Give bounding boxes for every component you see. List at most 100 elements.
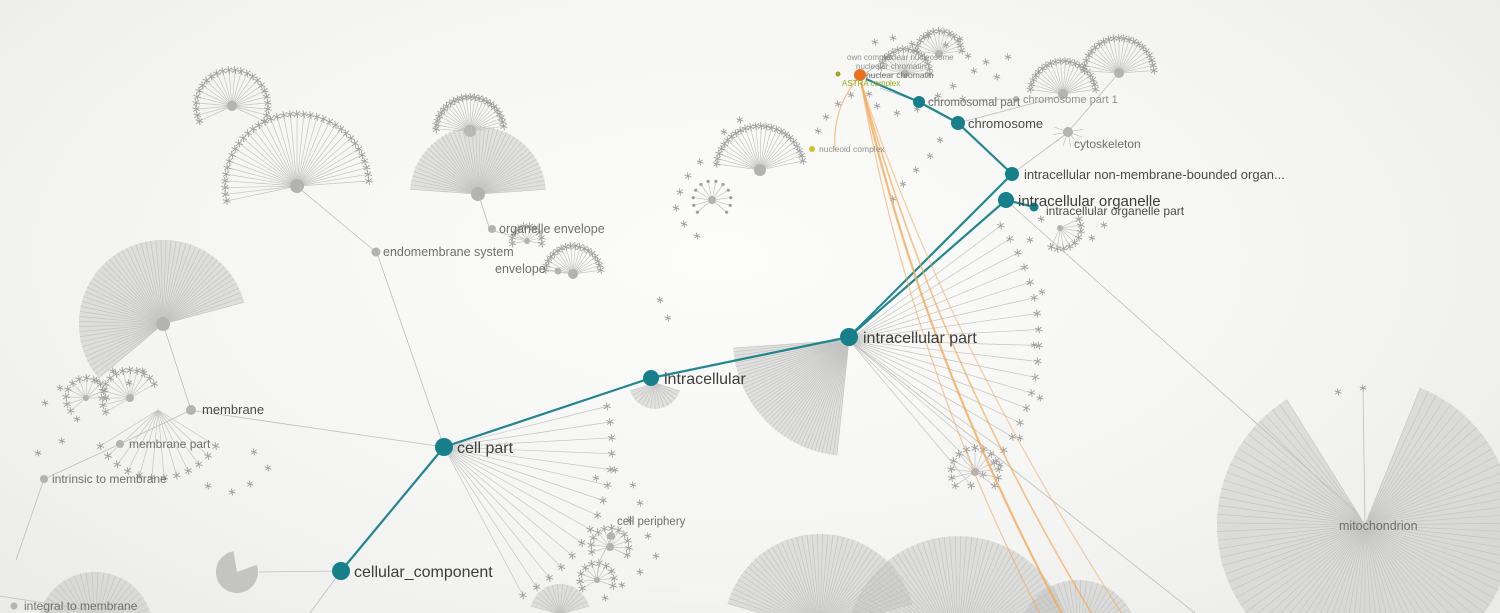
fan-spoke <box>54 588 79 613</box>
node-membrane[interactable] <box>186 405 196 415</box>
fan-spoke <box>162 266 225 325</box>
cluster-hub-node[interactable] <box>156 317 170 331</box>
cluster-hub-node[interactable] <box>594 577 600 583</box>
asterisk-node-icon <box>1088 75 1097 84</box>
fan-spoke <box>1057 583 1069 613</box>
fan-spoke <box>140 242 164 325</box>
cluster-hub-node[interactable] <box>568 269 578 279</box>
fan-spoke <box>803 339 850 448</box>
asterisk-node-icon <box>262 92 271 101</box>
fan-spoke <box>129 370 138 399</box>
node-cytoskeleton[interactable] <box>1063 127 1073 137</box>
node-cellular-component[interactable] <box>332 562 350 580</box>
asterisk-node-icon <box>364 176 373 185</box>
fan-spoke <box>759 155 802 171</box>
node-membrane-part[interactable] <box>116 440 124 448</box>
asterisk-node-icon <box>603 402 611 411</box>
node-cell-part[interactable] <box>435 438 453 456</box>
node-nucleoid-complex[interactable] <box>809 146 815 152</box>
cluster-hub-node[interactable] <box>754 164 766 176</box>
cluster-hub-node[interactable] <box>708 196 716 204</box>
node-intracellular-non-membrane-bounded-organelle[interactable] <box>1005 167 1019 181</box>
label-intracellular[interactable]: intracellular <box>664 371 746 388</box>
fan-spoke <box>1228 524 1366 583</box>
asterisk-node-icon <box>636 568 644 576</box>
fan-spoke <box>477 166 541 195</box>
fan-spoke <box>744 339 850 392</box>
node-organelle-envelope[interactable] <box>488 225 496 233</box>
fan-spoke <box>441 136 479 195</box>
fan-spoke <box>859 594 895 613</box>
asterisk-node-icon <box>337 125 345 133</box>
asterisk-node-icon <box>160 473 169 482</box>
node-intracellular-organelle[interactable] <box>998 192 1014 208</box>
label-intracellular-organelle-part[interactable]: intracellular organelle part <box>1046 204 1185 218</box>
fan-spoke <box>119 597 144 613</box>
asterisk-node-icon <box>916 36 925 45</box>
asterisk-node-icon <box>1071 59 1080 68</box>
asterisk-node-icon <box>992 456 1001 465</box>
cluster-hub-node[interactable] <box>126 394 134 402</box>
fan-spoke <box>1364 524 1494 599</box>
asterisk-node-icon <box>497 113 506 122</box>
fan-spoke <box>841 570 896 613</box>
node-integral-to-membrane[interactable] <box>10 602 18 610</box>
label-chromosome[interactable]: chromosome <box>968 116 1043 131</box>
fan-spoke <box>226 185 298 202</box>
node-intrinsic-to-membrane[interactable] <box>40 475 48 483</box>
label-intracellular-organelle[interactable]: intracellular organelle <box>1018 193 1161 210</box>
cluster-hub-node[interactable] <box>1057 225 1063 231</box>
label-cell-part[interactable]: cell part <box>457 440 514 457</box>
asterisk-node-icon <box>736 116 744 124</box>
node-chromosomal-part[interactable] <box>913 96 925 108</box>
fan-cluster <box>1026 57 1100 99</box>
asterisk-node-icon <box>313 112 321 121</box>
fan-spoke <box>1269 524 1366 613</box>
node-intracellular-part[interactable] <box>840 328 858 346</box>
fan-spoke <box>888 54 906 75</box>
fan-spoke <box>1087 583 1099 613</box>
fan-spoke <box>85 572 93 613</box>
fan-spoke <box>828 544 864 613</box>
node-astra-complex[interactable] <box>835 71 841 77</box>
asterisk-node-icon <box>746 123 755 132</box>
label-intracellular-part[interactable]: intracellular part <box>863 330 977 347</box>
label-intracellular-non-membrane-bounded-organelle[interactable]: intracellular non-membrane-bounded organ… <box>1024 167 1285 182</box>
fan-spoke <box>848 225 1001 341</box>
cluster-hub-node[interactable] <box>83 395 89 401</box>
fan-cluster <box>508 222 546 248</box>
cluster-hub-node[interactable] <box>935 50 943 58</box>
fan-spoke <box>1326 524 1366 613</box>
node-envelope[interactable] <box>554 267 562 275</box>
asterisk-node-icon <box>672 204 680 212</box>
asterisk-node-icon <box>273 112 281 121</box>
graph-edge <box>1067 74 1118 133</box>
fan-spoke <box>151 409 159 478</box>
fan-tip-dot <box>695 210 700 214</box>
label-chromosomal-part[interactable]: chromosomal part <box>928 97 1021 109</box>
asterisk-node-icon <box>541 266 550 275</box>
node-nuclear-chromatin-node[interactable] <box>854 69 866 81</box>
node-chromosome-part[interactable] <box>1013 96 1019 102</box>
highlight-edge <box>860 81 1123 613</box>
label-cellular-component[interactable]: cellular_component <box>354 564 493 581</box>
fan-cluster <box>727 533 913 613</box>
node-cell-periphery[interactable] <box>607 532 615 540</box>
fan-spoke <box>1364 421 1471 526</box>
node-intracellular-organelle-part[interactable] <box>1029 202 1039 212</box>
cluster-hub-node[interactable] <box>227 101 237 111</box>
fan-spoke <box>443 446 591 530</box>
node-chromosome[interactable] <box>951 116 965 130</box>
cluster-hub-node[interactable] <box>471 187 485 201</box>
cluster-hub-node[interactable] <box>901 70 909 78</box>
asterisk-node-icon <box>147 473 156 482</box>
node-endomembrane-system[interactable] <box>371 247 381 257</box>
node-intracellular[interactable] <box>643 370 659 386</box>
fan-spoke <box>1059 227 1081 232</box>
fan-cluster <box>192 66 272 126</box>
asterisk-node-icon <box>936 136 944 144</box>
fan-spoke <box>443 437 612 448</box>
fan-spoke <box>1364 524 1500 556</box>
